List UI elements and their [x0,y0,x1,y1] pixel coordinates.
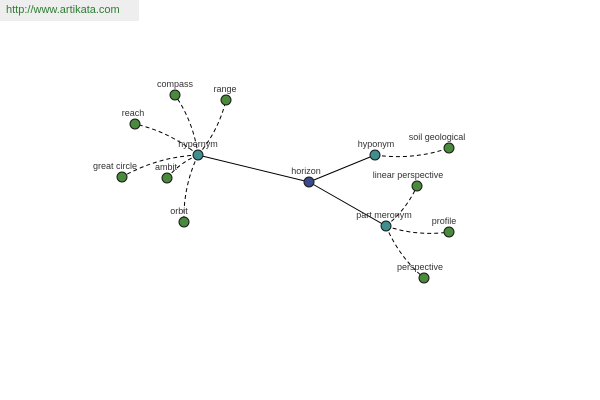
graph-edges [121,94,450,279]
edge-part-meronym-perspective [385,225,425,279]
center-node-horizon[interactable] [303,176,315,188]
term-label-orbit: orbit [170,206,188,216]
edge-center-hypernym [197,154,310,183]
term-label-compass: compass [157,79,194,89]
term-node-ambit[interactable] [161,172,173,184]
edge-hypernym-compass [174,94,199,156]
term-node-compass[interactable] [169,89,181,101]
term-node-range[interactable] [220,94,232,106]
edge-part-meronym-linear-perspective [385,185,418,227]
edge-hypernym-great-circle [121,154,199,178]
term-label-soil-geological: soil geological [409,132,466,142]
relation-label-hyponym: hyponym [358,139,395,149]
term-node-perspective[interactable] [418,272,430,284]
relation-node-hyponym[interactable] [369,149,381,161]
edge-center-hyponym [308,154,376,183]
relation-node-hypernym[interactable] [192,149,204,161]
graph-nodes [116,89,455,284]
relation-label-part-meronym: part meronym [356,210,412,220]
relation-label-hypernym: hypernym [178,139,218,149]
term-node-orbit[interactable] [178,216,190,228]
term-label-great-circle: great circle [93,161,137,171]
graph-labels: horizon hypernym hyponym part meronym compas… [93,79,465,272]
edge-center-part-meronym [308,181,387,227]
term-label-reach: reach [122,108,145,118]
edge-hypernym-reach [134,123,199,156]
edge-part-meronym-profile [385,225,450,234]
term-node-soil-geological[interactable] [443,142,455,154]
center-label-horizon: horizon [291,166,321,176]
relation-node-part-meronym[interactable] [380,220,392,232]
term-node-profile[interactable] [443,226,455,238]
term-label-range: range [213,84,236,94]
term-label-profile: profile [432,216,457,226]
site-url-banner[interactable]: http://www.artikata.com [0,0,139,21]
term-label-perspective: perspective [397,262,443,272]
term-label-linear-perspective: linear perspective [373,170,444,180]
term-node-great-circle[interactable] [116,171,128,183]
term-label-ambit: ambit [155,162,178,172]
edge-hyponym-soil-geological [374,147,450,158]
term-node-reach[interactable] [129,118,141,130]
term-node-linear-perspective[interactable] [411,180,423,192]
